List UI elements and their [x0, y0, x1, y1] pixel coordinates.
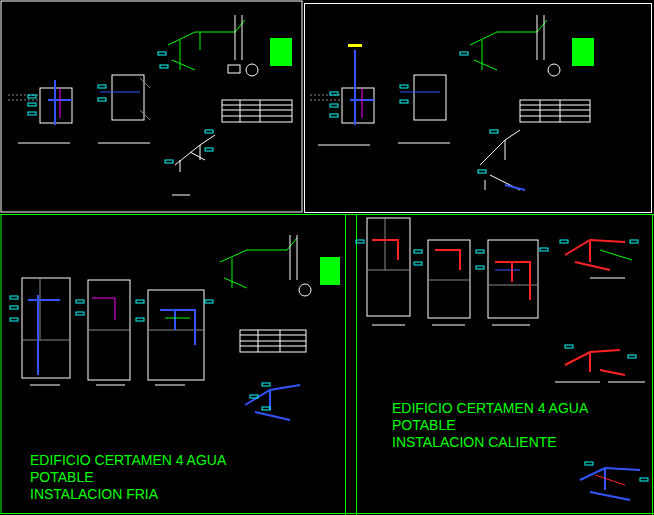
sheet-title: EDIFICIO CERTAMEN 4 AGUA [30, 452, 226, 468]
sheet-cold-plans [22, 235, 340, 420]
sheet-title: EDIFICIO CERTAMEN 4 AGUA [392, 400, 588, 416]
sheet-title: POTABLE [392, 417, 456, 433]
sheet-title: INSTALACION CALIENTE [392, 434, 557, 450]
sheet-title: INSTALACION FRIA [30, 486, 158, 502]
callout-tags [356, 240, 648, 481]
callout-tags [330, 52, 498, 173]
sheet-cold-detail-1 [8, 15, 292, 195]
callout-tags [10, 296, 270, 410]
sheet-cold-detail-2 [310, 15, 594, 190]
sheet-title: POTABLE [30, 469, 94, 485]
sheet-hot-plans [367, 218, 645, 500]
callout-tags [28, 52, 213, 163]
